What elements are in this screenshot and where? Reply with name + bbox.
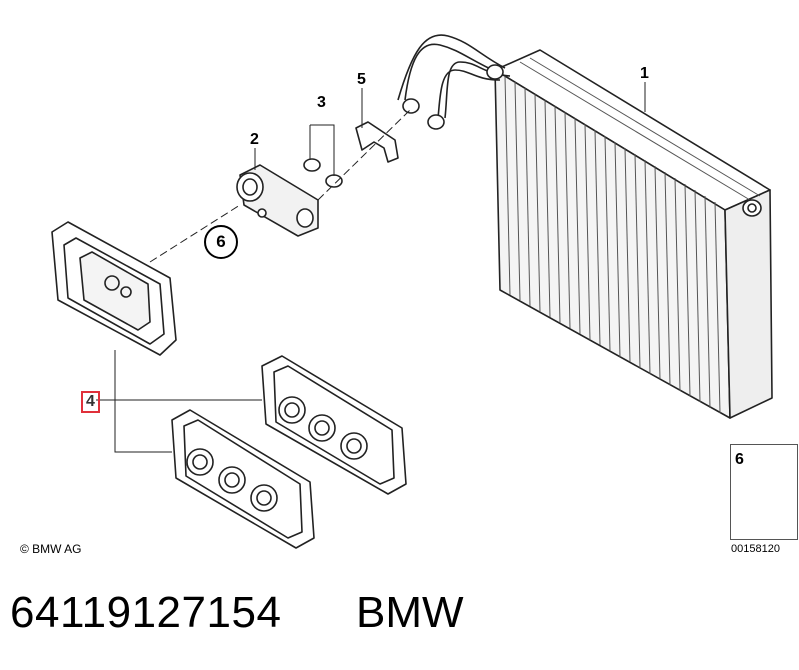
part-number: 64119127154 xyxy=(10,588,282,637)
callout-1: 1 xyxy=(640,65,649,82)
brand-name: BMW xyxy=(356,588,464,637)
copyright-text: © BMW AG xyxy=(20,542,82,556)
expansion-valve[interactable] xyxy=(236,164,319,237)
evaporator-core[interactable] xyxy=(397,34,773,419)
bracket[interactable] xyxy=(355,121,399,163)
callout-3: 3 xyxy=(317,94,326,111)
o-ring-lower[interactable] xyxy=(325,174,343,188)
gasket-single[interactable] xyxy=(51,221,177,356)
callout-4-selected[interactable]: 4 xyxy=(81,391,100,413)
callout-5: 5 xyxy=(357,71,366,88)
legend-number: 6 xyxy=(735,451,744,468)
o-ring-upper[interactable] xyxy=(303,158,321,172)
legend-box xyxy=(730,444,798,540)
callout-2: 2 xyxy=(250,131,259,148)
callout-6-circle: 6 xyxy=(204,225,238,259)
gasket-triple-lower[interactable] xyxy=(171,409,315,549)
diagram-code: 00158120 xyxy=(731,543,780,555)
parts-diagram xyxy=(51,34,797,549)
gasket-triple-upper[interactable] xyxy=(261,355,407,495)
